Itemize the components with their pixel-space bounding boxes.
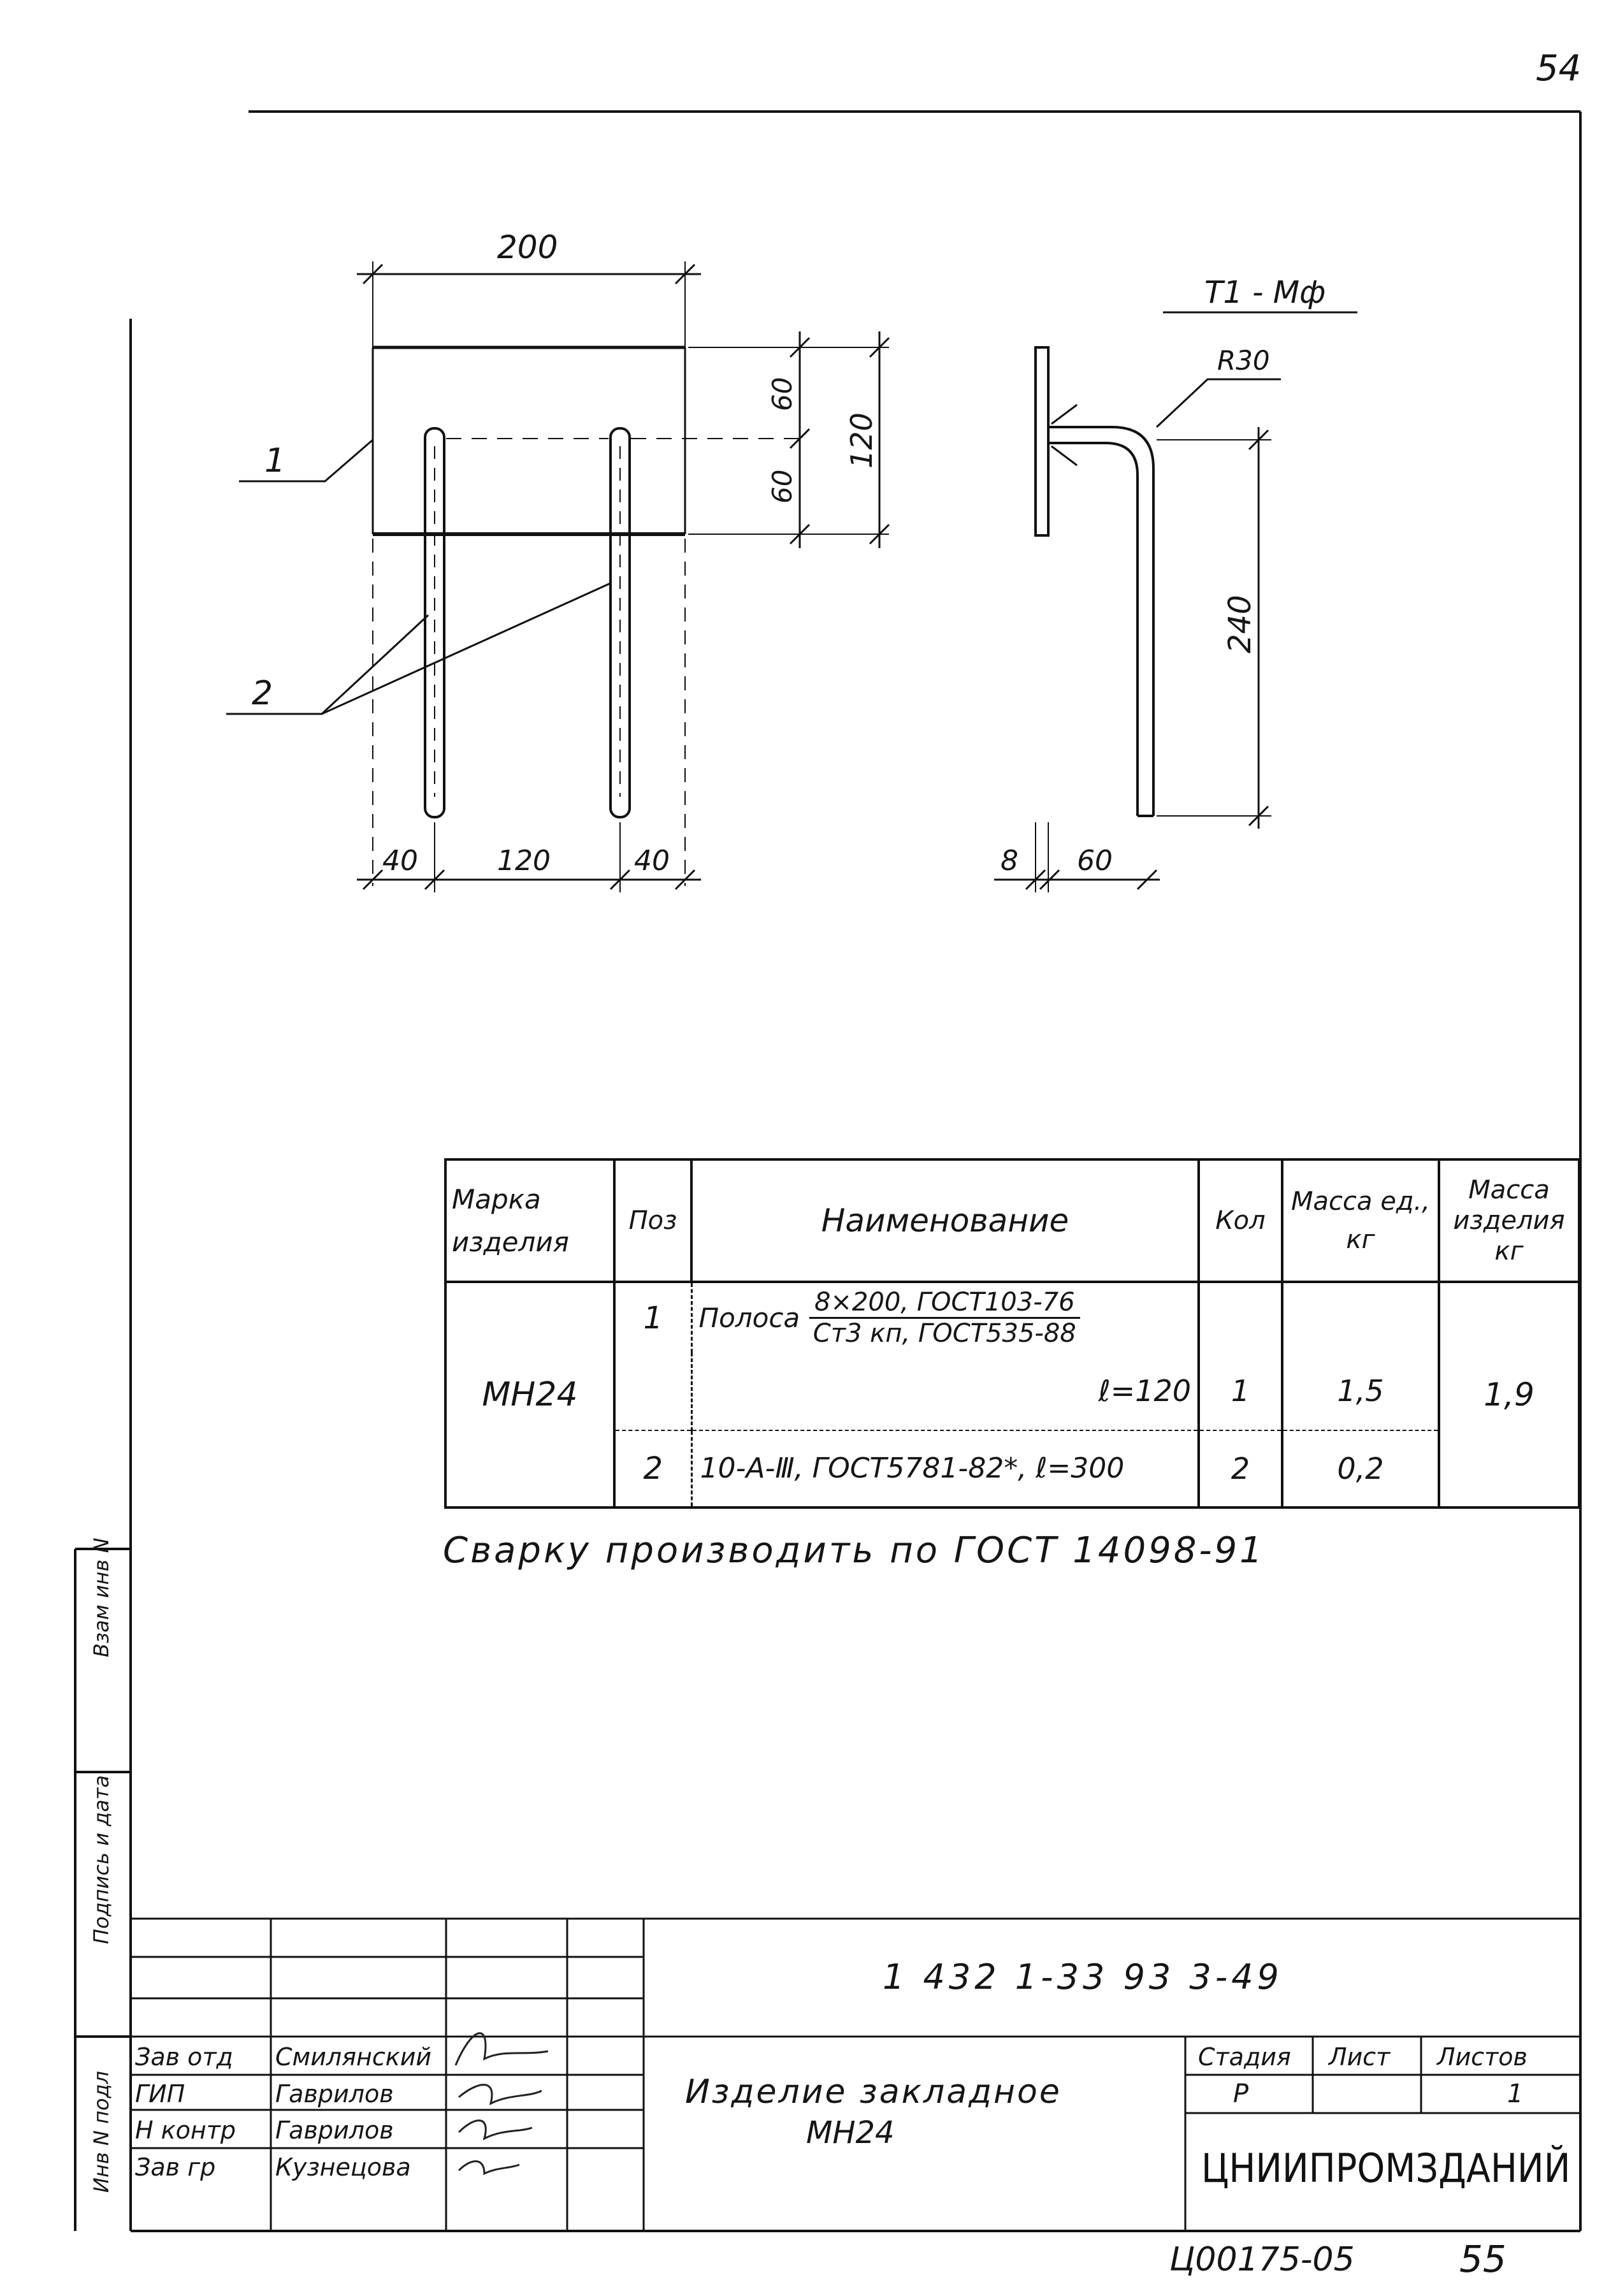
radius-label: R30	[1217, 345, 1270, 376]
person-role-3: Н контр	[135, 2116, 236, 2144]
row1-name: Полоса 8×200, ГОСТ103-76 Ст3 кп, ГОСТ535…	[691, 1282, 1200, 1353]
header-mass-unit: Масса ед., кг	[1281, 1158, 1440, 1284]
dim-120-vertical: 120	[844, 412, 879, 469]
signatures	[454, 2032, 549, 2176]
dim-240: 240	[1222, 595, 1258, 653]
person-role-1: Зав отд	[135, 2043, 233, 2071]
archive-code: Ц00175-05	[1169, 2241, 1355, 2279]
title-line-1: Изделие закладное	[685, 2073, 1062, 2111]
stage-value: Р	[1233, 2079, 1249, 2109]
header-qty: Кол	[1197, 1158, 1283, 1284]
sheet-header: Лист	[1329, 2043, 1390, 2071]
row2-pos: 2	[613, 1430, 693, 1509]
header-name: Наименование	[690, 1158, 1200, 1284]
row1-name-denominator: Ст3 кп, ГОСТ535-88	[813, 1319, 1076, 1349]
person-role-2: ГИП	[135, 2080, 185, 2108]
title-line-2: МН24	[806, 2115, 895, 2151]
person-name-4: Кузнецова	[275, 2153, 411, 2181]
dim-40-left: 40	[382, 845, 418, 877]
row1-length: ℓ=120	[691, 1353, 1200, 1431]
view-title: Т1 - Мф	[1204, 275, 1325, 310]
dim-40-right: 40	[634, 845, 670, 877]
stage-header: Стадия	[1198, 2043, 1291, 2071]
person-name-3: Гаврилов	[275, 2116, 394, 2144]
organization-name: ЦНИИПРОМЗДАНИЙ	[1201, 2145, 1571, 2191]
row1-name-prefix: Полоса	[698, 1302, 800, 1334]
row1-pos: 1	[613, 1282, 693, 1353]
mass-item-value: 1,9	[1438, 1281, 1580, 1509]
side-podp-data: Подпись и дата	[89, 1775, 113, 1944]
sheets-value: 1	[1507, 2079, 1524, 2109]
side-inv-podl: Инв N подл	[89, 2070, 113, 2193]
person-name-2: Гаврилов	[275, 2080, 394, 2108]
sheets-header: Листов	[1437, 2043, 1528, 2071]
person-name-1: Смилянский	[275, 2043, 432, 2071]
spec-table: Марка изделия Поз Наименование Кол Масса…	[444, 1158, 1580, 1509]
header-mark: Марка изделия	[444, 1158, 616, 1284]
side-vzam-inv: Взам инв N	[89, 1537, 113, 1657]
row1-mass: 1,5	[1282, 1353, 1440, 1431]
page-number-top: 54	[1536, 48, 1582, 89]
row1-qty: 1	[1199, 1353, 1283, 1431]
dim-8: 8	[1000, 845, 1018, 877]
dim-60-offset: 60	[1077, 845, 1113, 877]
page-number-bottom: 55	[1459, 2237, 1506, 2281]
dim-60-bottom: 60	[767, 470, 798, 504]
row2-name: 10-А-Ⅲ, ГОСТ5781-82*, ℓ=300	[691, 1430, 1200, 1509]
doc-code: 1 432 1-33 93 3-49	[883, 1957, 1283, 1997]
row2-mass: 0,2	[1282, 1430, 1440, 1509]
header-pos: Поз	[613, 1158, 693, 1284]
person-role-4: Зав гр	[135, 2153, 216, 2181]
row1-name-numerator: 8×200, ГОСТ103-76	[809, 1288, 1080, 1319]
mark-value: МН24	[444, 1281, 616, 1509]
row2-qty: 2	[1199, 1430, 1283, 1509]
callout-1: 1	[264, 442, 285, 480]
dim-200: 200	[497, 229, 558, 266]
dim-60-top: 60	[767, 377, 798, 411]
welding-note: Сварку производить по ГОСТ 14098-91	[443, 1530, 1265, 1571]
callout-2: 2	[252, 674, 273, 713]
header-mass-item: Масса изделия кг	[1438, 1158, 1580, 1284]
dim-120-bottom: 120	[497, 845, 551, 877]
